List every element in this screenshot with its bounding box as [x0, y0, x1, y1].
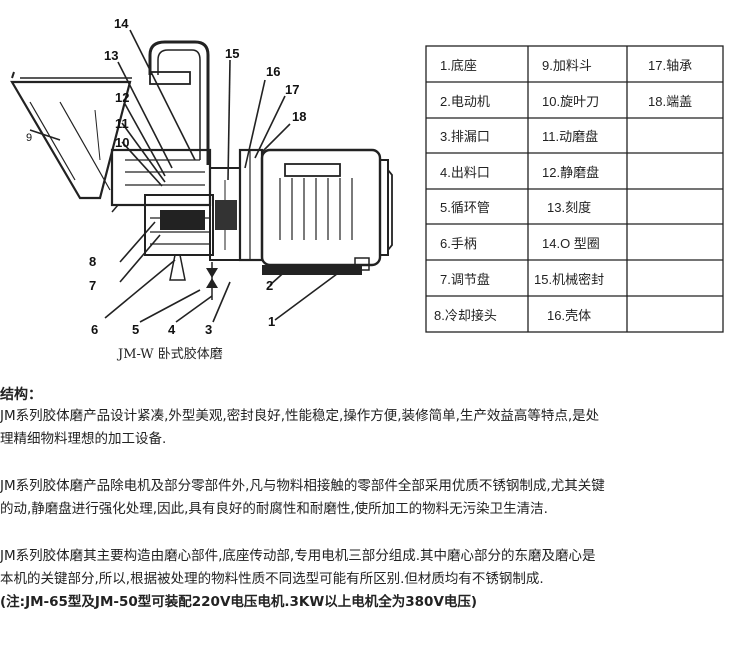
parts-table [425, 45, 724, 333]
callout-7: 7 [89, 278, 96, 293]
callout-1: 1 [268, 314, 275, 329]
callout-labels: 1 2 3 4 5 6 7 8 9 10 11 12 13 14 15 16 1… [26, 16, 306, 337]
callout-14: 14 [114, 16, 129, 31]
section-heading: 结构： [0, 387, 42, 403]
paragraph-2-line-1: JM系列胶体磨产品除电机及部分零部件外,凡与物料相接触的零部件全部采用优质不锈钢… [0, 478, 605, 494]
mill-diagram [10, 40, 393, 300]
callout-2: 2 [266, 278, 273, 293]
paragraph-2-line-2: 的动,静磨盘进行强化处理,因此,具有良好的耐腐性和耐磨性,使所加工的物料无污染卫… [0, 501, 548, 517]
table-cell: 11.动磨盘 [542, 129, 598, 144]
paragraph-3-line-1: JM系列胶体磨其主要构造由磨心部件,底座传动部,专用电机三部分组成.其中磨心部分… [0, 548, 596, 564]
paragraph-3-line-2: 本机的关键部分,所以,根据被处理的物料性质不同选型可能有所区别.但材质均有不锈钢… [0, 571, 544, 587]
callout-6: 6 [91, 322, 98, 337]
table-cell: 4.出料口 [440, 165, 490, 180]
table-cell: 2.电动机 [440, 94, 490, 109]
callout-15: 15 [225, 46, 239, 61]
callout-17: 17 [285, 82, 299, 97]
callout-10: 10 [115, 135, 129, 150]
callout-13: 13 [104, 48, 118, 63]
callout-11: 11 [115, 116, 129, 131]
table-cell: 1.底座 [440, 58, 477, 73]
table-cell: 15.机械密封 [534, 272, 604, 287]
figure-caption: JM-W 卧式胶体磨 [116, 346, 223, 362]
table-cell: 9.加料斗 [542, 58, 592, 73]
callout-3: 3 [205, 322, 212, 337]
paragraph-1-line-1: JM系列胶体磨产品设计紧凑,外型美观,密封良好,性能稳定,操作方便,装修简单,生… [0, 408, 600, 424]
callout-18: 18 [292, 109, 306, 124]
table-cell: 10.旋叶刀 [542, 94, 599, 109]
table-cell: 7.调节盘 [440, 272, 490, 287]
callout-8: 8 [89, 254, 96, 269]
callout-16: 16 [266, 64, 280, 79]
table-cell: 12.静磨盘 [542, 165, 599, 180]
colloid-mill-figure: 1 2 3 4 5 6 7 8 9 10 11 12 13 14 15 16 1… [10, 16, 724, 362]
table-cell: 6.手柄 [440, 236, 477, 251]
table-cell: 17.轴承 [648, 58, 692, 73]
hopper-shape [10, 80, 132, 200]
table-cell: 3.排漏口 [440, 129, 490, 144]
parts-table-cells: 1.底座 2.电动机 3.排漏口 4.出料口 5.循环管 6.手柄 7.调节盘 … [434, 58, 692, 323]
callout-5: 5 [132, 322, 139, 337]
table-cell: 8.冷却接头 [434, 308, 497, 323]
paragraph-1-line-2: 理精细物料理想的加工设备. [0, 431, 167, 447]
base-shape [262, 265, 362, 275]
table-cell: 13.刻度 [547, 200, 591, 215]
table-cell: 14.O 型圈 [542, 236, 600, 251]
circulation-pipe-shape [148, 40, 210, 165]
table-cell: 18.端盖 [648, 94, 692, 109]
description: 结构： JM系列胶体磨产品设计紧凑,外型美观,密封良好,性能稳定,操作方便,装修… [0, 385, 750, 614]
callout-9: 9 [26, 132, 32, 144]
table-cell: 5.循环管 [440, 200, 490, 215]
leader-lines [29, 29, 346, 323]
table-cell: 16.壳体 [547, 308, 591, 323]
callout-4: 4 [168, 322, 176, 337]
callout-12: 12 [115, 90, 129, 105]
voltage-note: (注:JM-65型及JM-50型可装配220V电压电机.3KW以上电机全为380… [0, 594, 478, 610]
